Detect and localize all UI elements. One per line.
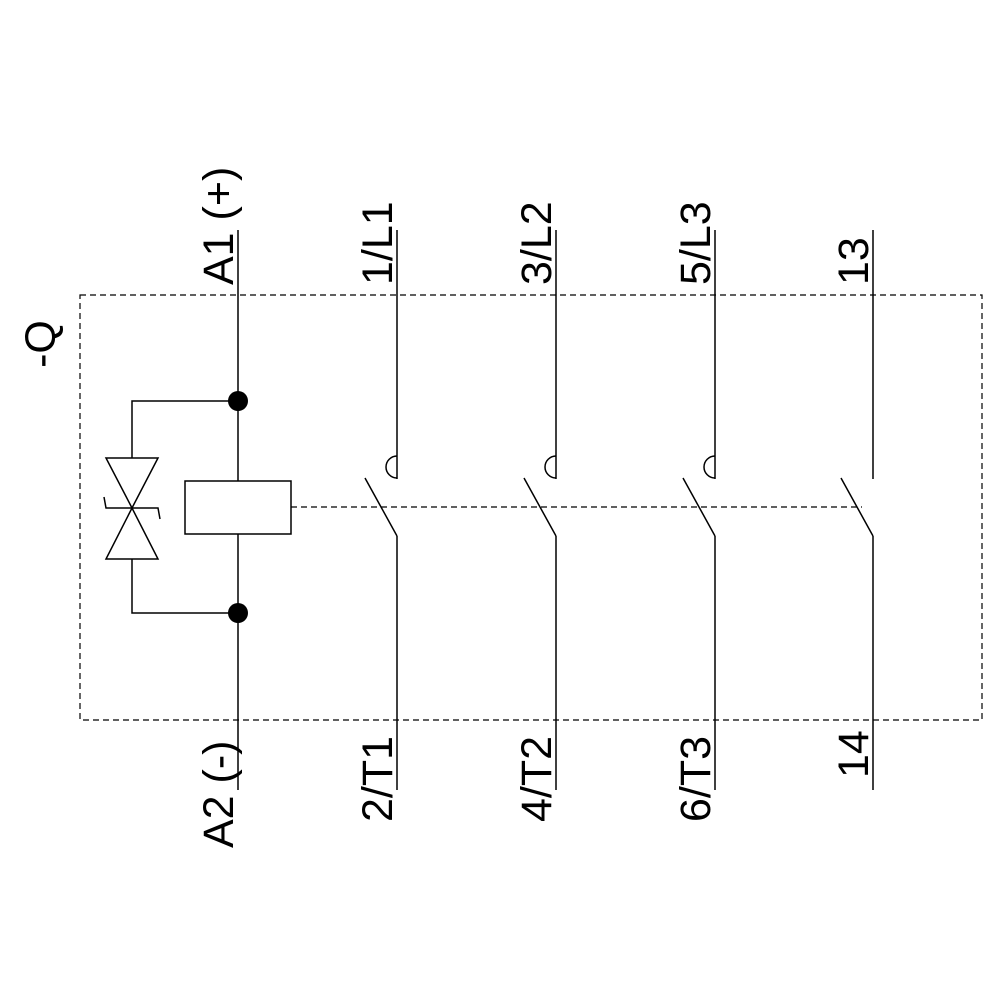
terminal-14-label: 14 — [830, 730, 878, 778]
coil-symbol — [184, 480, 292, 535]
terminal-a2-label: A2 (-) — [195, 741, 243, 849]
terminal-6t3-label: 6/T3 — [672, 736, 720, 822]
terminal-3l2-label: 3/L2 — [513, 201, 561, 285]
arc-chamber-icon — [544, 455, 557, 479]
device-designation: -Q — [17, 320, 65, 368]
terminal-4t2-label: 4/T2 — [513, 736, 561, 822]
main-contact-3 — [682, 230, 716, 790]
device-enclosure — [79, 294, 983, 721]
terminal-2t1-label: 2/T1 — [354, 736, 402, 822]
arc-chamber-icon — [703, 455, 716, 479]
terminal-13-label: 13 — [830, 237, 878, 285]
terminal-5l3-label: 5/L3 — [672, 201, 720, 285]
coil-circuit — [103, 230, 292, 790]
terminal-1l1-label: 1/L1 — [354, 201, 402, 285]
aux-contact — [840, 230, 874, 790]
suppressor-diode-icon — [103, 457, 161, 560]
arc-chamber-icon — [385, 455, 398, 479]
main-contact-1 — [364, 230, 398, 790]
main-contact-2 — [523, 230, 557, 790]
terminal-a1-label: A1 (+) — [195, 167, 243, 285]
